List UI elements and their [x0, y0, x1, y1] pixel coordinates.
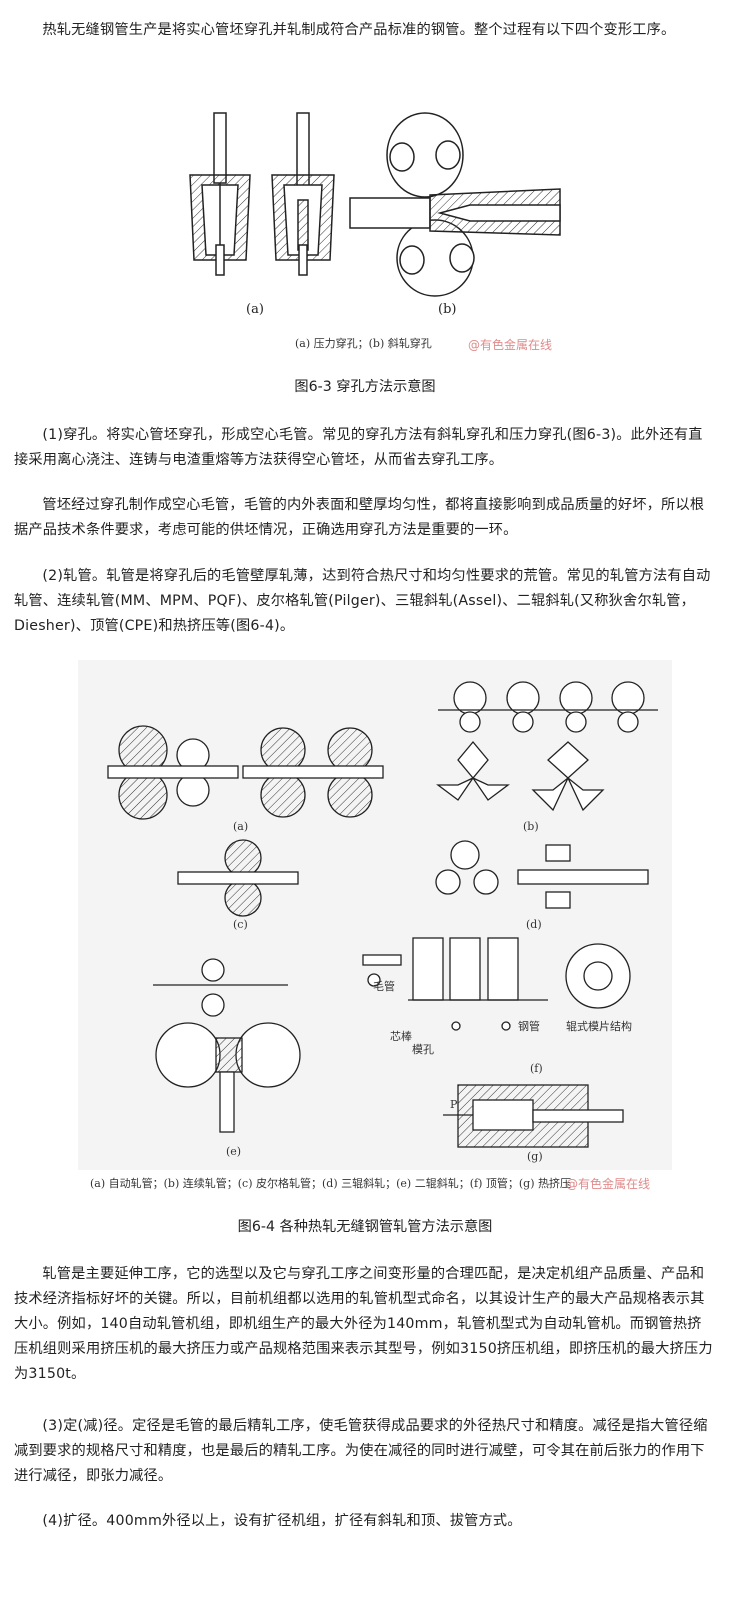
push-bench-drawing — [362, 937, 631, 1031]
continuous-mill-drawing — [436, 681, 658, 812]
figure2-label-c: (c) — [233, 918, 248, 931]
figure2-label-p: P — [450, 1098, 458, 1111]
automatic-mill-drawing — [107, 725, 384, 820]
annotation-structure: 辊式模片结构 — [566, 1019, 632, 1033]
figure-6-4-rolling-methods-diagram: (a) (b) (c) (d) (e) — [78, 660, 672, 1191]
figure2-label-f: (f) — [530, 1062, 543, 1075]
figure2-legend: (a) 自动轧管；(b) 连续轧管；(c) 皮尔格轧管；(d) 三辊斜轧；(e)… — [90, 1176, 571, 1190]
figure2-watermark: @有色金属在线 — [566, 1176, 650, 1191]
figure1-legend: (a) 压力穿孔；(b) 斜轧穿孔 — [295, 336, 432, 350]
figure1-watermark: @有色金属在线 — [468, 337, 552, 352]
sizing-paragraph: (3)定(减)径。定径是毛管的最后精轧工序，使毛管获得成品要求的外径热尺寸和精度… — [14, 1418, 708, 1484]
figure2-label-b: (b) — [523, 820, 539, 833]
intro-paragraph: 热轧无缝钢管生产是将实心管坯穿孔并轧制成符合产品标准的钢管。整个过程有以下四个变… — [42, 22, 676, 38]
two-roll-mill-drawing — [153, 958, 301, 1133]
three-roll-mill-drawing — [435, 840, 649, 909]
annotation-gangguan: 钢管 — [518, 1019, 540, 1033]
cross-roll-piercing-drawing — [349, 112, 561, 297]
hollow-quality-paragraph: 管坯经过穿孔制作成空心毛管，毛管的内外表面和壁厚均匀性，都将直接影响到成品质量的… — [14, 497, 705, 538]
annotation-xinbang: 芯棒 — [390, 1029, 412, 1043]
figure2-label-e: (e) — [226, 1145, 241, 1158]
press-piercing-drawing — [189, 112, 335, 276]
annotation-maoguan: 毛管 — [373, 979, 395, 993]
figure2-label-d: (d) — [526, 918, 542, 931]
figure-6-3-caption: 图6-3 穿孔方法示意图 — [294, 379, 436, 395]
hot-extrusion-drawing — [443, 1084, 624, 1148]
figure2-label-g: (g) — [527, 1150, 543, 1163]
figure1-label-b: (b) — [438, 302, 456, 317]
figure-6-4-caption: 图6-4 各种热轧无缝钢管轧管方法示意图 — [237, 1219, 493, 1235]
figure1-label-a: (a) — [246, 302, 264, 317]
figure-6-3-piercing-diagram: (a) (b) (a) 压力穿孔；(b) 斜轧穿孔 @有色金属在线 — [189, 112, 561, 352]
rolling-paragraph: (2)轧管。轧管是将穿孔后的毛管壁厚轧薄，达到符合热尺寸和均匀性要求的荒管。常见… — [14, 568, 711, 634]
figure2-label-a: (a) — [233, 820, 248, 833]
pilger-mill-drawing — [177, 839, 299, 917]
mill-selection-paragraph: 轧管是主要延伸工序，它的选型以及它与穿孔工序之间变形量的合理匹配，是决定机组产品… — [14, 1266, 713, 1382]
expanding-paragraph: (4)扩径。400mm外径以上，设有扩径机组，扩径有斜轧和顶、拔管方式。 — [42, 1513, 522, 1529]
annotation-mokong: 模孔 — [412, 1043, 434, 1056]
piercing-paragraph: (1)穿孔。将实心管坯穿孔，形成空心毛管。常见的穿孔方法有斜轧穿孔和压力穿孔(图… — [14, 427, 703, 468]
